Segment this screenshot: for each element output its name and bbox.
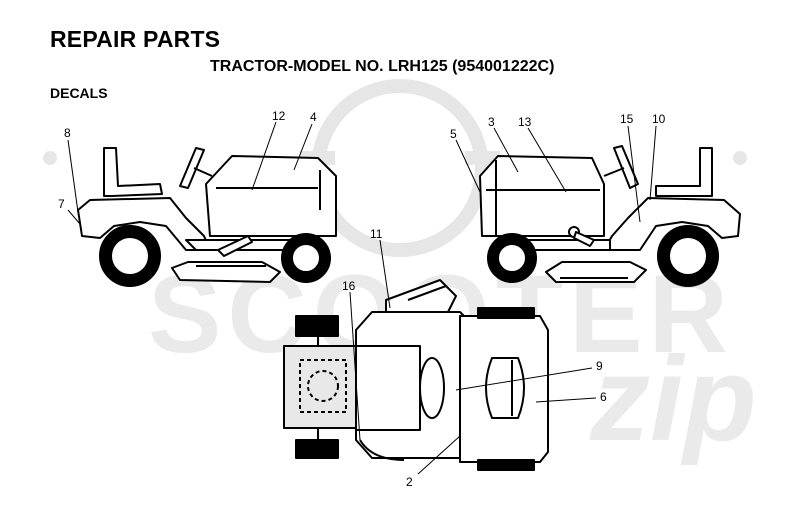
- rear-fender-left: [77, 197, 211, 251]
- callout-12: 12: [272, 109, 286, 123]
- callout-10: 10: [652, 112, 666, 126]
- model-subtitle: TRACTOR-MODEL NO. LRH125 (954001222C): [210, 58, 555, 75]
- callout-9: 9: [596, 359, 603, 373]
- wheel-top-1: [295, 315, 339, 337]
- section-heading: DECALS: [50, 85, 108, 101]
- callout-15: 15: [620, 112, 634, 126]
- hood-right: [479, 155, 605, 237]
- callout-6: 6: [600, 390, 607, 404]
- leader-lines: [67, 121, 657, 475]
- hood-left: [205, 155, 337, 237]
- callout-16: 16: [342, 279, 356, 293]
- callout-2: 2: [406, 475, 413, 489]
- gauge-oval: [485, 357, 525, 419]
- page-title: REPAIR PARTS: [50, 26, 221, 52]
- callout-4: 4: [310, 110, 317, 124]
- callout-11: 11: [370, 227, 383, 241]
- callout-3: 3: [488, 115, 495, 129]
- callout-13: 13: [518, 115, 532, 129]
- tractor-top-view: [283, 279, 549, 471]
- seat-right: [655, 147, 713, 197]
- steering-wheel-left: [179, 147, 205, 189]
- callout-5: 5: [450, 127, 457, 141]
- steering-wheel-right: [613, 145, 639, 189]
- wheel-top-2: [295, 439, 339, 459]
- callout-8: 8: [64, 126, 71, 140]
- rear-fender-right: [603, 197, 741, 251]
- callout-numbers: 8 7 12 4 5 3 13 15 10 11 16 9 6 2: [58, 109, 666, 489]
- seat-left: [103, 147, 163, 197]
- tractor-right-side-view: [479, 145, 741, 287]
- tractor-left-side-view: [77, 147, 337, 287]
- callout-7: 7: [58, 197, 65, 211]
- watermark-script: zip: [589, 332, 757, 466]
- hood-top: [355, 311, 471, 459]
